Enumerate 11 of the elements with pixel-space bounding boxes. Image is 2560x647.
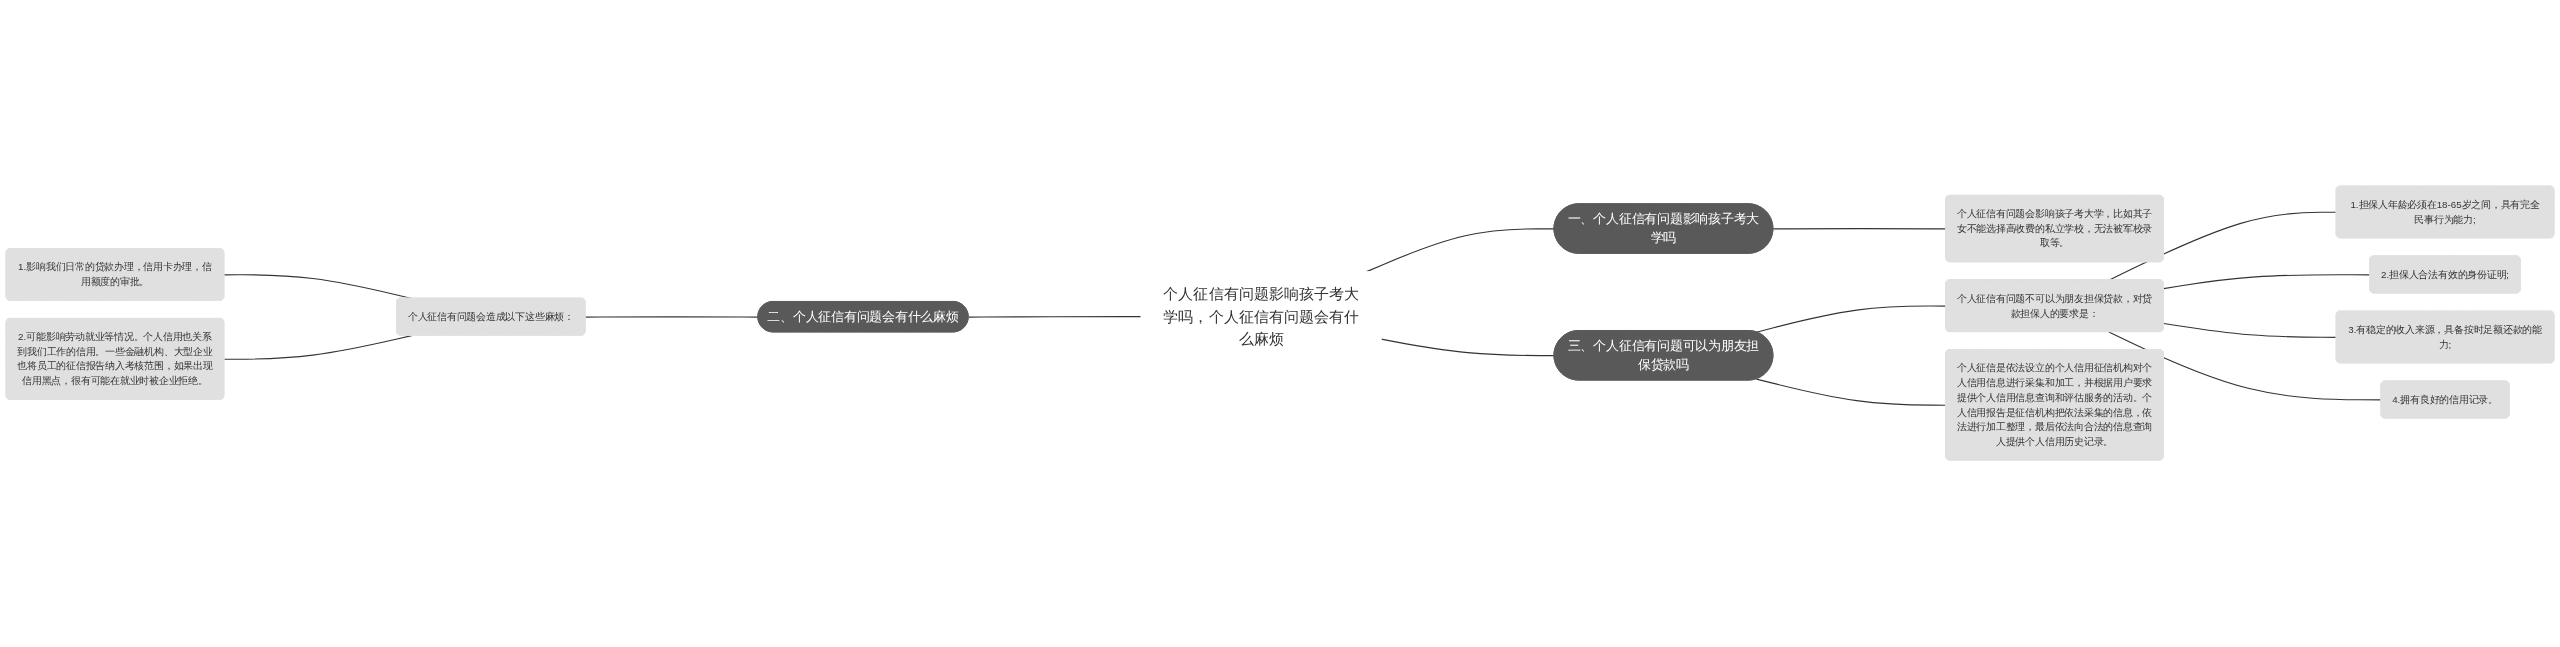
connector bbox=[2108, 212, 2338, 282]
node-text: 个人征信有问题影响孩子考大学吗，个人征信有问题会有什么麻烦 bbox=[1163, 286, 1359, 348]
connector bbox=[2163, 274, 2371, 290]
connector bbox=[1755, 305, 1947, 334]
connector bbox=[584, 316, 759, 319]
connector bbox=[2163, 323, 2338, 339]
connector bbox=[1772, 228, 1947, 230]
connector bbox=[1366, 228, 1555, 273]
connector bbox=[1755, 379, 1947, 407]
connector bbox=[1380, 339, 1555, 357]
connector bbox=[968, 316, 1142, 319]
